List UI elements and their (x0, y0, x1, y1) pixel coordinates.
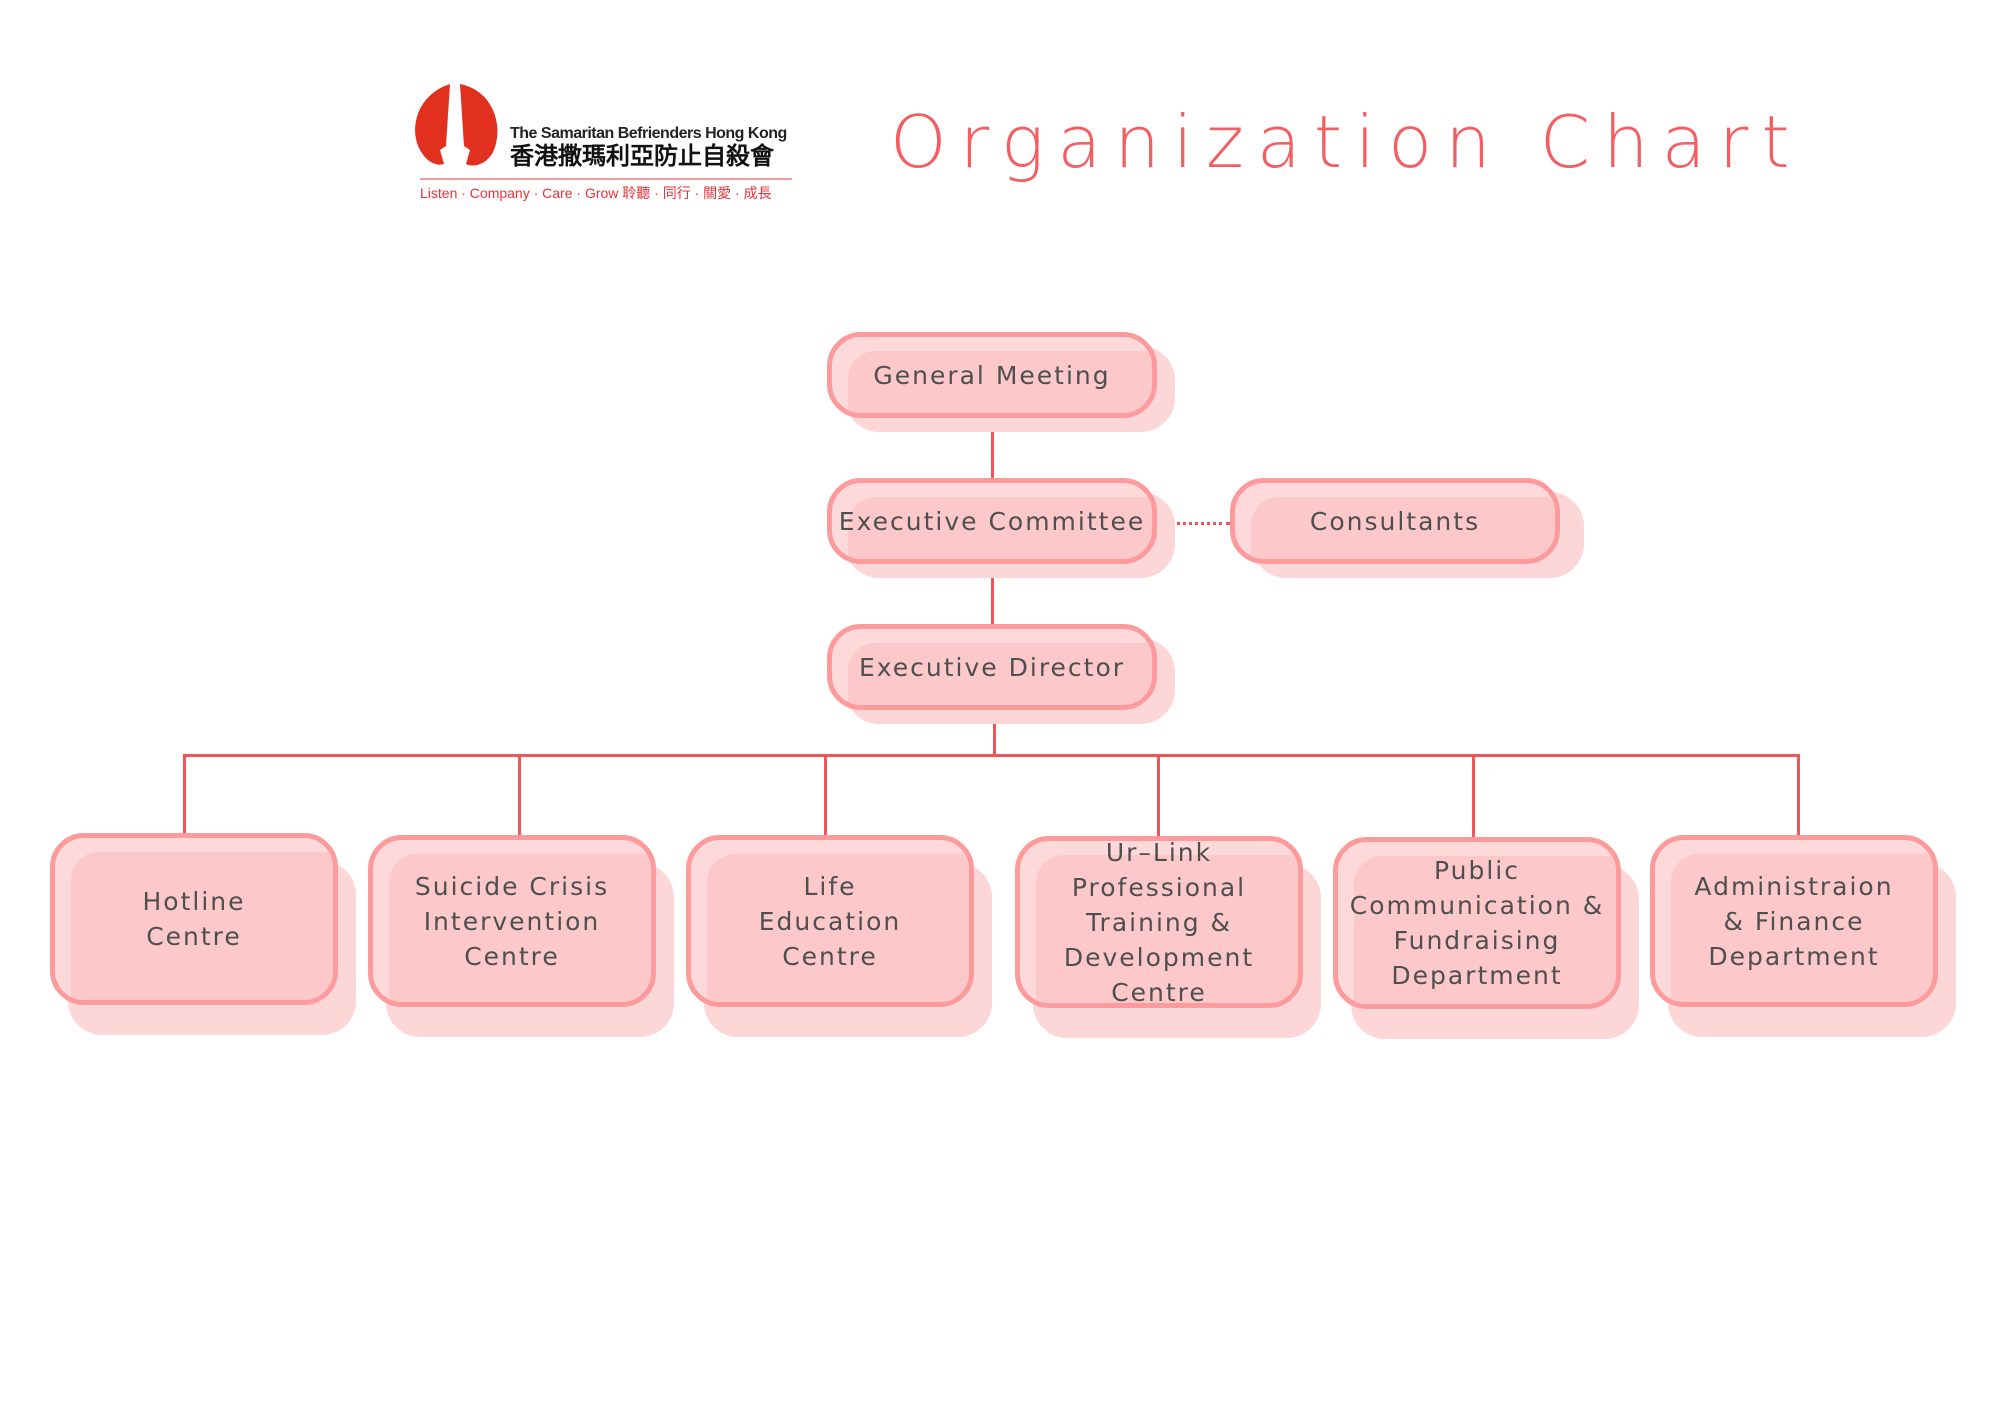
connector-drop (183, 754, 186, 834)
logo-name-en: The Samaritan Befrienders Hong Kong (510, 125, 787, 142)
node-hotline-centre: Hotline Centre (50, 833, 356, 1035)
connector-bus (183, 754, 1800, 757)
organization-logo: The Samaritan Befrienders Hong Kong 香港撒瑪… (408, 80, 792, 206)
connector-drop (1472, 754, 1475, 838)
node-executive-committee: Executive Committee (827, 478, 1175, 578)
node-label: Suicide Crisis Intervention Centre (414, 871, 610, 971)
page-title: Organization Chart (890, 100, 1803, 184)
node-label: Ur–Link Professional Training & Developm… (1063, 837, 1255, 1007)
node-label: Life Education Centre (758, 871, 902, 971)
node-suicide-crisis-intervention-centre: Suicide Crisis Intervention Centre (368, 835, 674, 1037)
node-life-education-centre: Life Education Centre (686, 835, 992, 1037)
node-general-meeting: General Meeting (827, 332, 1175, 432)
connector-drop (824, 754, 827, 836)
node-ur-link-training-centre: Ur–Link Professional Training & Developm… (1015, 836, 1321, 1038)
connector-ec-consultants (1158, 522, 1230, 525)
node-public-communication-fundraising: Public Communication & Fundraising Depar… (1333, 837, 1639, 1039)
node-label: General Meeting (873, 360, 1111, 390)
node-label: Consultants (1309, 506, 1481, 536)
connector-gm-ec (991, 417, 994, 479)
node-label: Executive Committee (838, 506, 1146, 536)
connector-drop (1157, 754, 1160, 838)
node-executive-director: Executive Director (827, 624, 1175, 724)
logo-name-zh: 香港撒瑪利亞防止自殺會 (510, 142, 775, 170)
connector-drop (1797, 754, 1800, 836)
node-label: Hotline Centre (142, 887, 246, 951)
node-label: Executive Director (858, 652, 1126, 682)
connector-ed-bus (993, 709, 996, 756)
node-label: Administraion & Finance Department (1694, 871, 1894, 971)
node-consultants: Consultants (1230, 478, 1584, 578)
node-administration-finance: Administraion & Finance Department (1650, 835, 1956, 1037)
connector-drop (518, 754, 521, 836)
logo-motto: Listen · Company · Care · Grow 聆聽 · 同行 ·… (420, 185, 772, 201)
connector-ec-ed (991, 563, 994, 625)
node-label: Public Communication & Fundraising Depar… (1349, 856, 1605, 990)
